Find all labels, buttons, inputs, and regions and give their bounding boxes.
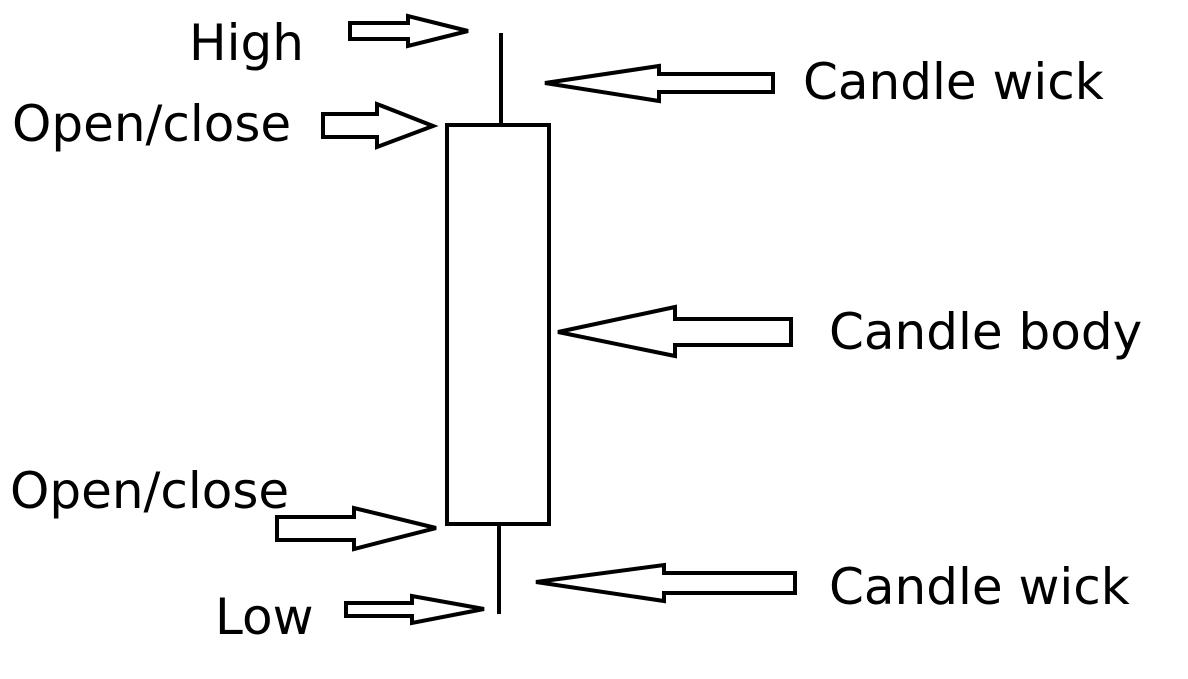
label-open-close-top: Open/close — [12, 95, 292, 153]
arrow-open-close-bottom — [275, 505, 437, 552]
arrow-candle-body — [557, 304, 793, 359]
label-candle-wick-top: Candle wick — [803, 53, 1104, 111]
arrow-open-close-top — [321, 101, 439, 150]
label-open-close-bottom: Open/close — [10, 462, 290, 520]
arrow-low — [344, 593, 485, 626]
label-low: Low — [215, 588, 314, 646]
label-high: High — [189, 14, 304, 72]
label-candle-wick-bottom: Candle wick — [829, 558, 1130, 616]
label-candle-body: Candle body — [829, 303, 1143, 361]
arrow-high — [348, 13, 469, 49]
arrow-candle-wick-bottom — [535, 562, 797, 604]
arrow-candle-wick-top — [544, 63, 775, 104]
candle-body-rect — [445, 123, 551, 526]
